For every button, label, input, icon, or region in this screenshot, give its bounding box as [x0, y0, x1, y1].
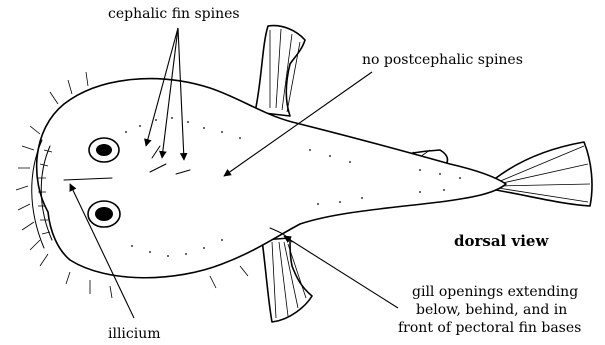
- upper-eye: [89, 138, 119, 162]
- label-gill-openings-line-1: gill openings extending: [412, 284, 578, 300]
- label-gill-openings-line-2: below, behind, and in: [416, 302, 567, 318]
- label-dorsal-view: dorsal view: [454, 232, 549, 250]
- lower-eye: [88, 201, 120, 227]
- label-cephalic-fin-spines: cephalic fin spines: [108, 6, 240, 22]
- label-gill-openings-line-3: front of pectoral fin bases: [398, 320, 581, 336]
- label-illicium: illicium: [108, 326, 161, 342]
- lower-pectoral-fin: [262, 238, 312, 322]
- upper-pectoral-fin: [255, 26, 305, 116]
- caudal-fin: [496, 142, 592, 206]
- fish-body: [16, 26, 592, 322]
- label-no-postcephalic-spines: no postcephalic spines: [362, 52, 523, 68]
